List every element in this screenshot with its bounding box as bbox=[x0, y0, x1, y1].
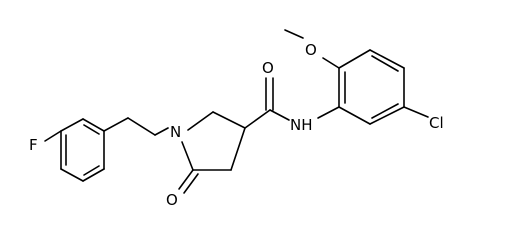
bond-double-inner bbox=[371, 103, 399, 119]
bond bbox=[317, 106, 340, 119]
bond bbox=[181, 141, 194, 171]
bond bbox=[338, 49, 371, 69]
atom-label-nitrogen-amide: NH bbox=[290, 116, 313, 134]
bond-double bbox=[183, 173, 199, 194]
bond-double-inner bbox=[83, 124, 100, 135]
bond bbox=[244, 109, 271, 129]
bond bbox=[230, 127, 246, 171]
bond-double-inner bbox=[371, 55, 399, 72]
bond bbox=[60, 168, 84, 182]
bond bbox=[154, 127, 169, 136]
bond bbox=[322, 57, 340, 69]
atom-label-oxygen-methoxy: O bbox=[305, 41, 317, 59]
bond bbox=[403, 106, 429, 118]
bond-double-inner bbox=[83, 165, 100, 176]
bond bbox=[103, 117, 129, 132]
bond bbox=[82, 168, 105, 182]
bond bbox=[212, 111, 246, 129]
molecule-structure: F N O O NH O Cl bbox=[29, 29, 444, 209]
atom-label-oxygen-amide: O bbox=[262, 59, 274, 77]
bond bbox=[369, 49, 405, 69]
atom-label-nitrogen-ring: N bbox=[170, 123, 181, 141]
bond bbox=[44, 130, 62, 142]
atom-label-fluorine: F bbox=[29, 136, 38, 154]
bond bbox=[60, 118, 84, 132]
fluorophenyl-ring bbox=[44, 118, 105, 182]
atom-label-oxygen-lactam: O bbox=[166, 191, 178, 209]
atom-label-chlorine: Cl bbox=[429, 114, 444, 132]
bond bbox=[369, 106, 405, 125]
bond bbox=[338, 106, 371, 125]
bond bbox=[82, 118, 105, 132]
bond bbox=[284, 29, 304, 39]
chloromethoxyphenyl-ring bbox=[284, 29, 429, 125]
bond bbox=[127, 117, 156, 136]
bond bbox=[187, 111, 214, 131]
bond bbox=[269, 109, 290, 121]
pyrrolidinone-ring bbox=[178, 111, 246, 194]
bond bbox=[178, 169, 194, 190]
